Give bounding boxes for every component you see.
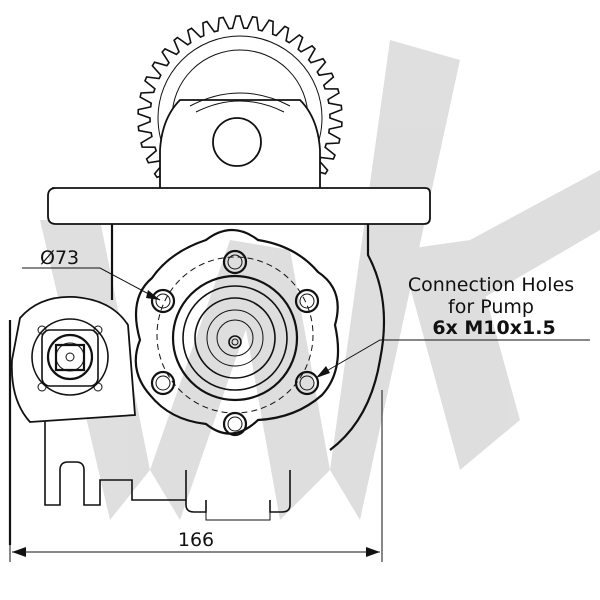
width-dimension: 166 (9, 390, 383, 562)
shaft-boss (212, 117, 262, 167)
connection-hole (222, 411, 248, 437)
diameter-dimension: Ø73 (22, 247, 161, 301)
connection-holes (150, 249, 320, 437)
callout-line1: Connection Holes (408, 274, 574, 296)
connection-hole (150, 288, 176, 314)
callout-spec: 6x M10x1.5 (432, 317, 555, 339)
mounting-flange (47, 187, 431, 225)
connection-hole (294, 370, 320, 396)
hub (171, 274, 299, 402)
connection-callout: Connection Holes for Pump 6x M10x1.5 (316, 274, 590, 378)
diameter-label: Ø73 (40, 247, 79, 269)
side-port (10, 295, 136, 423)
connection-hole (294, 288, 320, 314)
connection-hole (222, 249, 248, 275)
connection-hole (150, 370, 176, 396)
callout-line2: for Pump (448, 296, 534, 318)
bearing-bracket (159, 92, 321, 191)
width-label: 166 (178, 529, 214, 551)
